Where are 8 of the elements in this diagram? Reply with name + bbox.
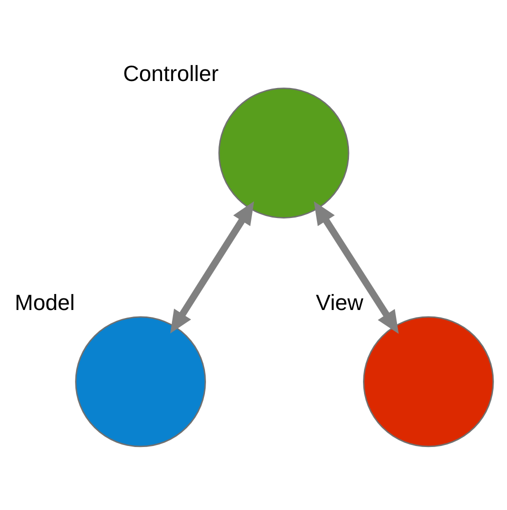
node-circle (218, 88, 350, 218)
node-label: Controller (123, 61, 219, 86)
node-circle (363, 316, 494, 448)
node-label: View (316, 290, 364, 315)
node-label: Model (14, 290, 75, 315)
arrow (314, 201, 399, 334)
arrow (170, 201, 254, 334)
node-circle (75, 316, 206, 448)
